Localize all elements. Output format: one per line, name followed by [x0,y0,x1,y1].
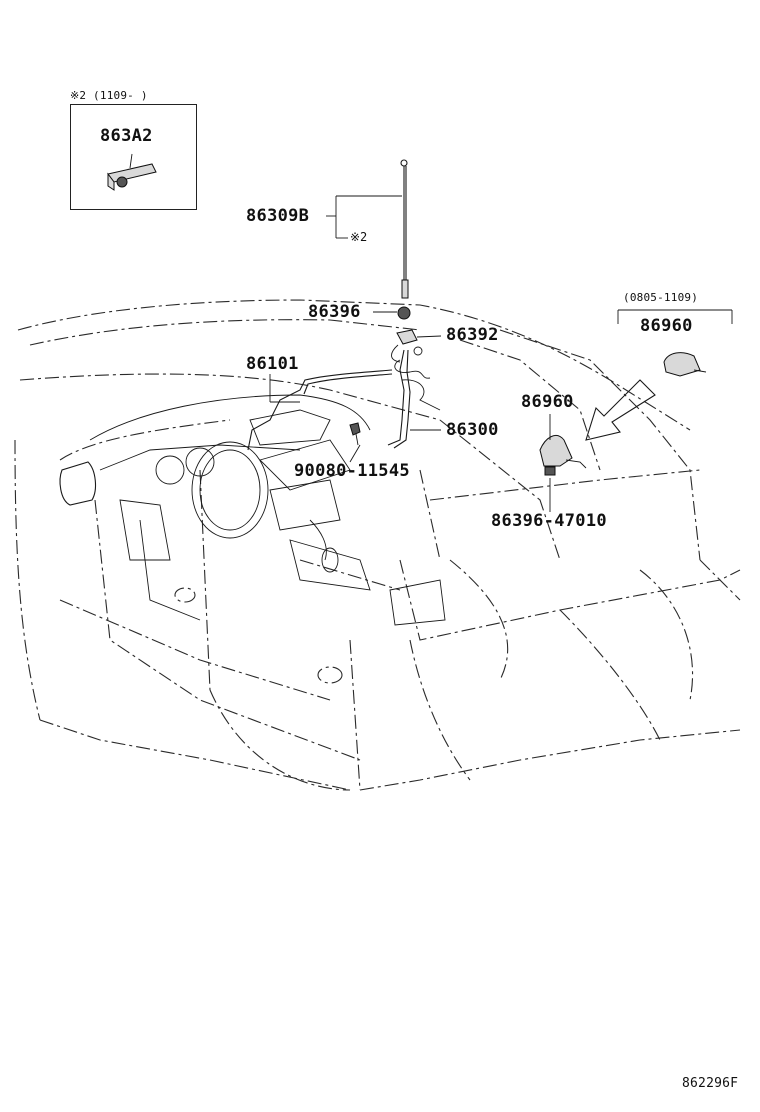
label-86960: 86960 [521,392,574,412]
label-86300: 86300 [446,420,499,440]
label-86396-47010: 86396-47010 [491,511,607,531]
antenna-mast-86309B [400,159,409,299]
nut-86396-47010-icon [544,466,556,476]
nut-86396-icon [397,306,411,320]
shark-fin-antenna-86960-icon [539,435,573,467]
label-863A2: 863A2 [100,126,153,146]
inset-antenna-86960-icon [663,352,701,377]
leader-lines [269,195,733,512]
label-90080-11545: 90080-11545 [294,461,410,481]
vehicle-body-outline [14,299,741,791]
label-86309B: 86309B [246,206,310,226]
inset-right-header: (0805-1109) [623,291,699,304]
label-note-2: ※2 [350,230,368,244]
diagram-code: 862296F [682,1076,739,1091]
label-86101: 86101 [246,354,299,374]
pad-86392-icon [396,329,418,345]
label-86392: 86392 [446,325,499,345]
inset-frame-863A2 [70,104,197,210]
screw-90080-icon [349,422,361,436]
antenna-cable-86300 [387,344,441,449]
label-86396: 86396 [308,302,361,322]
location-arrow-icon [585,379,656,441]
cable-86101 [247,369,393,451]
inset-right-label-86960: 86960 [640,316,693,336]
inset-header: ※2 (1109- ) [70,89,148,102]
dashboard-outline [89,394,446,626]
